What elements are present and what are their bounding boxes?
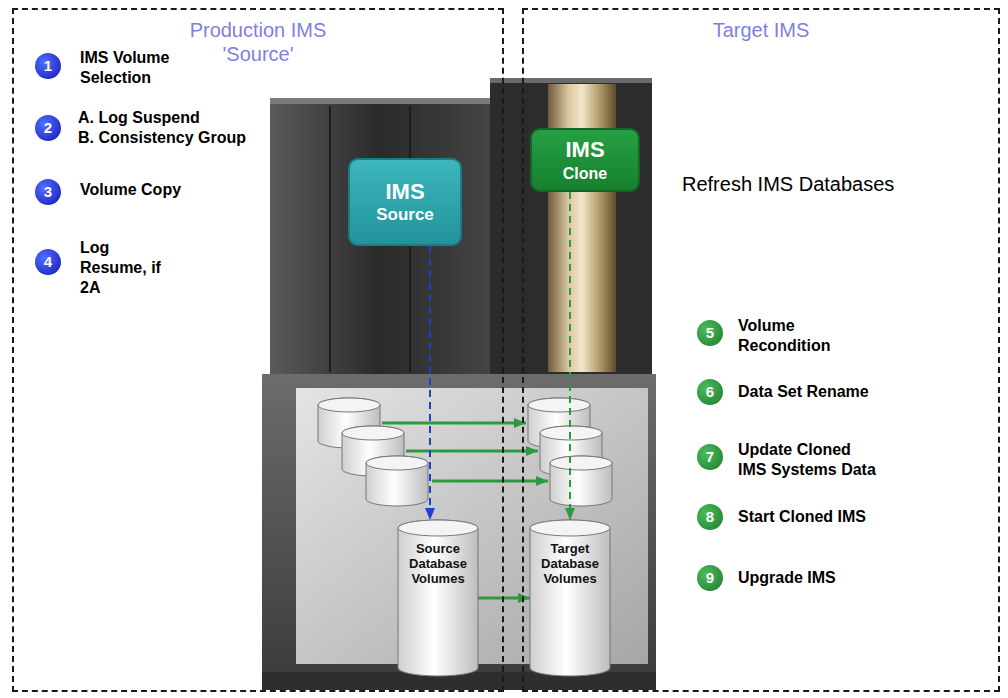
node-label: IMS (565, 137, 604, 163)
step-text: Volume Recondition (738, 316, 858, 356)
region-title: Production IMS 'Source' (168, 18, 348, 66)
volume-cylinder (550, 456, 612, 506)
cylinder-body (530, 520, 610, 676)
step-text: Log Resume, if 2A (80, 238, 175, 298)
data-access-arrow (429, 246, 431, 520)
volume-cylinder-top (528, 398, 590, 412)
copy-arrow (432, 480, 548, 483)
step-number: 2 (35, 115, 61, 141)
step-number: 4 (35, 249, 61, 275)
cabinet-top (270, 98, 490, 104)
volume-cylinder-top (550, 456, 612, 470)
database-cylinder: Target Database Volumes (530, 520, 610, 676)
diagram-note: Refresh IMS Databases (682, 172, 894, 197)
volume-cylinder (366, 456, 428, 506)
region-title: Target IMS (524, 18, 998, 42)
step-text: Upgrade IMS (738, 568, 836, 588)
node-label: Target Database Volumes (536, 542, 604, 587)
ims-system-box: IMSSource (348, 158, 462, 246)
database-cylinder: Source Database Volumes (398, 520, 478, 676)
volume-cylinder-top (318, 398, 380, 412)
cabinet-left (270, 98, 490, 376)
node-label: IMS (385, 179, 424, 205)
copy-arrow (406, 450, 538, 453)
step-text: Start Cloned IMS (738, 507, 866, 527)
step-number: 3 (35, 179, 61, 205)
volume-cylinder-top (366, 456, 428, 470)
step-number: 8 (697, 504, 723, 530)
ims-system-box: IMSClone (530, 128, 640, 192)
step-number: 5 (697, 320, 723, 346)
step-text: B. Consistency Group (78, 128, 246, 148)
cabinet-top (490, 78, 652, 83)
storage-unit (262, 374, 656, 690)
step-number: 6 (697, 379, 723, 405)
mainframe (270, 78, 652, 376)
data-access-arrow (569, 192, 571, 520)
volume-cylinder-top (342, 426, 404, 440)
node-label: Source Database Volumes (404, 542, 472, 587)
cylinder-body (398, 520, 478, 676)
node-label: Clone (563, 164, 607, 183)
copy-arrow (382, 422, 526, 425)
step-text: Volume Copy (80, 180, 181, 200)
node-label: Source (376, 205, 434, 225)
cylinder-top (398, 520, 478, 536)
step-number: 1 (35, 53, 61, 79)
step-text: Update Cloned IMS Systems Data (738, 440, 881, 480)
cabinet-right (490, 78, 652, 376)
cylinder-top (530, 520, 610, 536)
storage-housing (262, 374, 656, 690)
step-text: A. Log Suspend (78, 108, 200, 128)
volume-stack (318, 398, 612, 506)
step-number: 7 (697, 444, 723, 470)
step-number: 9 (697, 565, 723, 591)
step-text: Data Set Rename (738, 382, 869, 402)
cabinet-seam (329, 106, 331, 372)
step-text: IMS Volume Selection (80, 48, 200, 88)
